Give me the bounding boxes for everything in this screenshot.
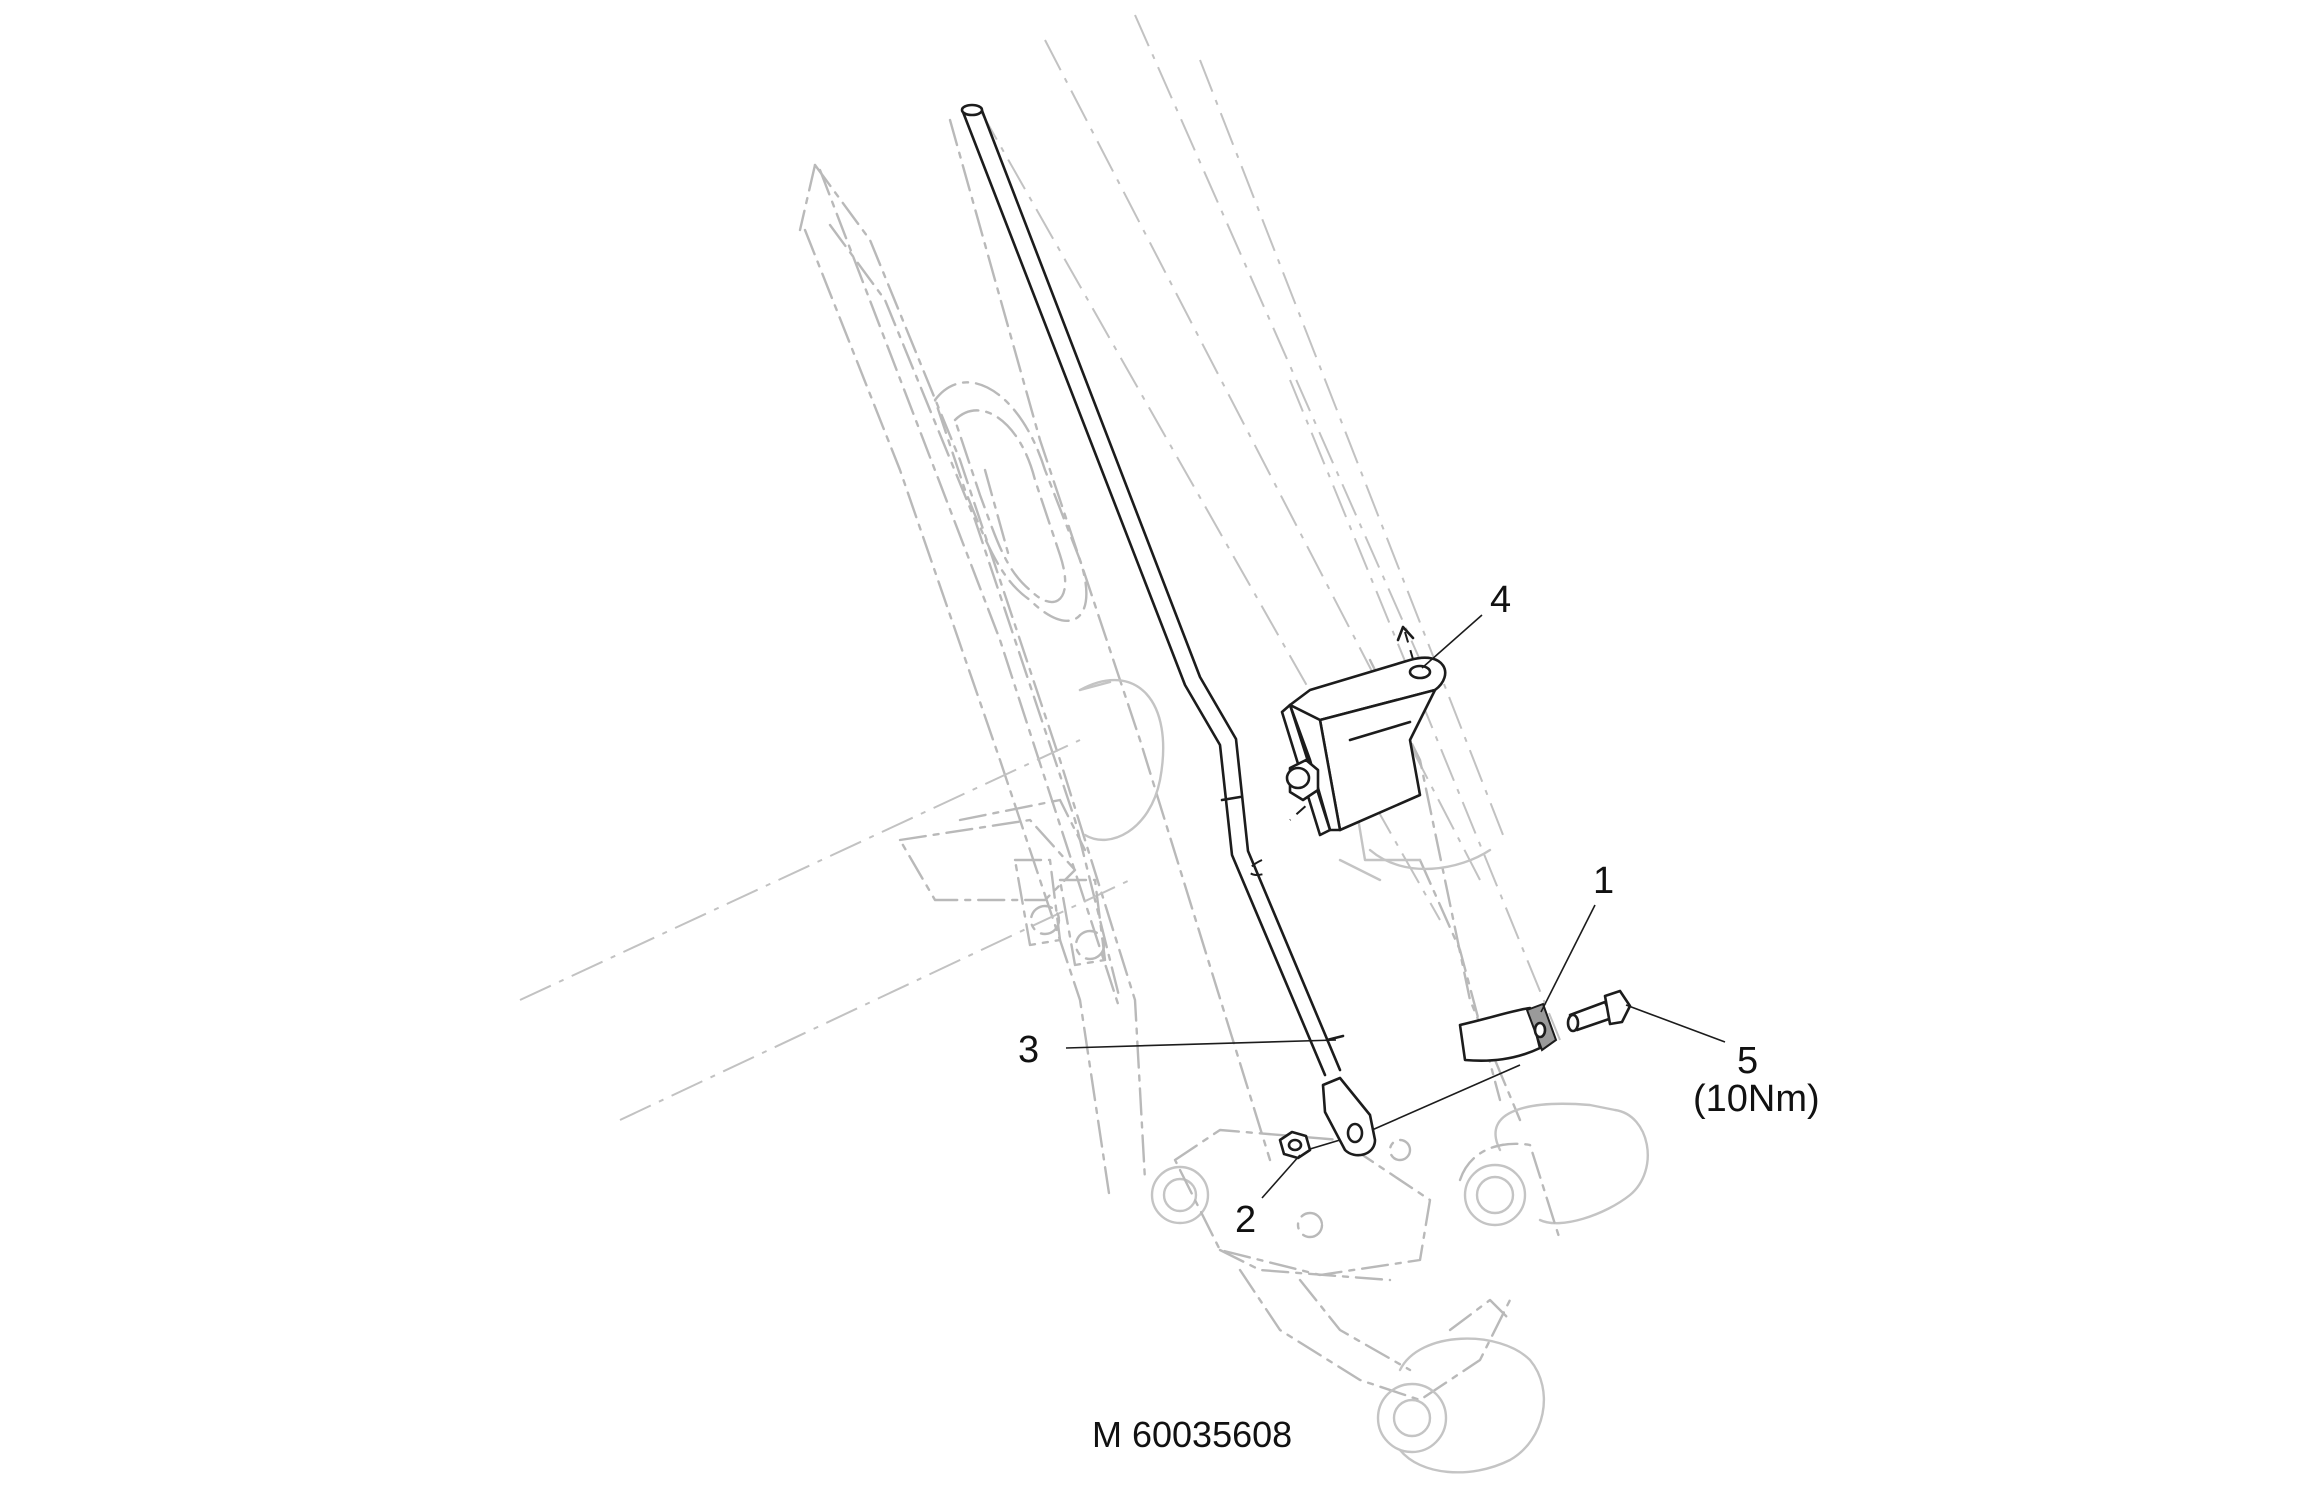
- boom-oval-slot-inner: [953, 409, 1067, 604]
- boom-plate-far-left: [818, 168, 1122, 1012]
- boom-outline-inner: [979, 109, 1441, 921]
- part-3-pipe: [960, 103, 1377, 1157]
- hidden-arrow-head: [1396, 625, 1415, 642]
- leader-4: [1421, 614, 1483, 669]
- hidden-line-ellipse: [1248, 859, 1271, 876]
- column-collar: [1368, 848, 1492, 871]
- clevis-bracket-left: [898, 818, 1077, 902]
- callout-3: 3: [1018, 1029, 1039, 1071]
- bottom-hub: [1376, 1382, 1448, 1454]
- bottom-linkage-lines: [1448, 1298, 1512, 1332]
- boom-plate-left-inner: [828, 223, 1122, 1002]
- lower-bracket-hole-2: [1388, 1138, 1412, 1162]
- bottom-nut: [1392, 1398, 1432, 1438]
- background-boom-assembly: [519, 14, 1649, 1474]
- clevis-plate: [1013, 858, 1062, 947]
- clamp-band: [1458, 1006, 1542, 1062]
- cylinder-centerline-bottom: [619, 879, 1131, 1121]
- column-right-lower: [1418, 858, 1502, 1102]
- bracket-mount-hole: [1408, 664, 1432, 680]
- clevis-bracket-left-2: [958, 798, 1087, 852]
- pivot-hub-right: [1463, 1163, 1527, 1227]
- nut-body: [1278, 1130, 1312, 1160]
- clamp-hole: [1533, 1021, 1547, 1039]
- pipe-bend-ring: [1220, 795, 1242, 802]
- bracket-inner-edge: [1348, 720, 1412, 742]
- boom-plate-left-edge: [798, 163, 817, 232]
- part-5-bolt: [1566, 989, 1632, 1033]
- pivot-roller-outline: [1458, 1142, 1562, 1242]
- leader-3: [1065, 1039, 1337, 1049]
- drawing-number: M 60035608: [1092, 1414, 1292, 1455]
- bracket-stud-cap: [1285, 766, 1311, 790]
- leader-lines: [1065, 614, 1726, 1199]
- callout-5: 5: [1737, 1040, 1758, 1082]
- clevis-plate-2: [1058, 878, 1107, 967]
- pivot-hub-left: [1150, 1165, 1210, 1225]
- cylinder-end-cap: [1078, 678, 1165, 841]
- clevis-pin-hole-2: [1074, 929, 1106, 961]
- part-1-clamp: [1458, 1002, 1558, 1062]
- callout-labels: 1 2 3 4 5 (10Nm): [1018, 579, 1820, 1241]
- pipe-top-end: [960, 103, 984, 117]
- lower-bracket-hole: [1296, 1211, 1324, 1239]
- bottom-roller: [1398, 1337, 1545, 1474]
- bottom-linkage-arm: [1238, 1268, 1512, 1402]
- callout-5-torque: (10Nm): [1693, 1078, 1820, 1120]
- boom-outline-left: [1134, 14, 1421, 661]
- lower-bracket-plate-2: [1218, 1248, 1392, 1282]
- clevis-pin-hole: [1029, 904, 1061, 936]
- pipe-eye-hole: [1346, 1122, 1364, 1144]
- pipe-edge-right: [979, 106, 1342, 1072]
- boom-oval-slot-outer: [933, 381, 1088, 622]
- pipe-ring-2: [1325, 1034, 1345, 1042]
- callout-4: 4: [1490, 579, 1511, 621]
- boom-plate-left-line3: [948, 118, 1272, 1162]
- cylinder-end-cap-top: [1078, 680, 1112, 692]
- boom-edge-a: [1199, 59, 1506, 841]
- pipe-edge-left: [961, 110, 1327, 1077]
- bolt-head: [1603, 989, 1632, 1026]
- part-4-bracket: [1280, 656, 1447, 837]
- bottom-linkage-arm-2: [1298, 1278, 1412, 1372]
- boom-oval-slot-line: [983, 468, 1012, 562]
- pivot-nut-right: [1475, 1175, 1515, 1215]
- pipe-eye-terminal: [1321, 1076, 1377, 1157]
- callout-1: 1: [1593, 860, 1614, 902]
- leader-2: [1261, 1154, 1301, 1199]
- pivot-roller-right: [1494, 1102, 1649, 1225]
- cylinder-centerline-top: [519, 739, 1081, 1001]
- boom-plate-left-outer: [803, 228, 1112, 1202]
- leader-5: [1625, 1004, 1726, 1043]
- axis-line-clamp: [1371, 1064, 1521, 1131]
- boom-outline-right: [1044, 39, 1481, 881]
- part-2-nut: [1278, 1130, 1312, 1160]
- callout-2: 2: [1235, 1199, 1256, 1241]
- lower-bracket-plate: [1173, 1128, 1432, 1277]
- leader-1: [1540, 904, 1596, 1013]
- bolt-tip: [1566, 1013, 1580, 1033]
- pivot-nut-left: [1162, 1177, 1198, 1213]
- column-collar-2: [1338, 858, 1382, 882]
- nut-face: [1287, 1138, 1303, 1152]
- boom-plate-left: [813, 163, 1147, 1182]
